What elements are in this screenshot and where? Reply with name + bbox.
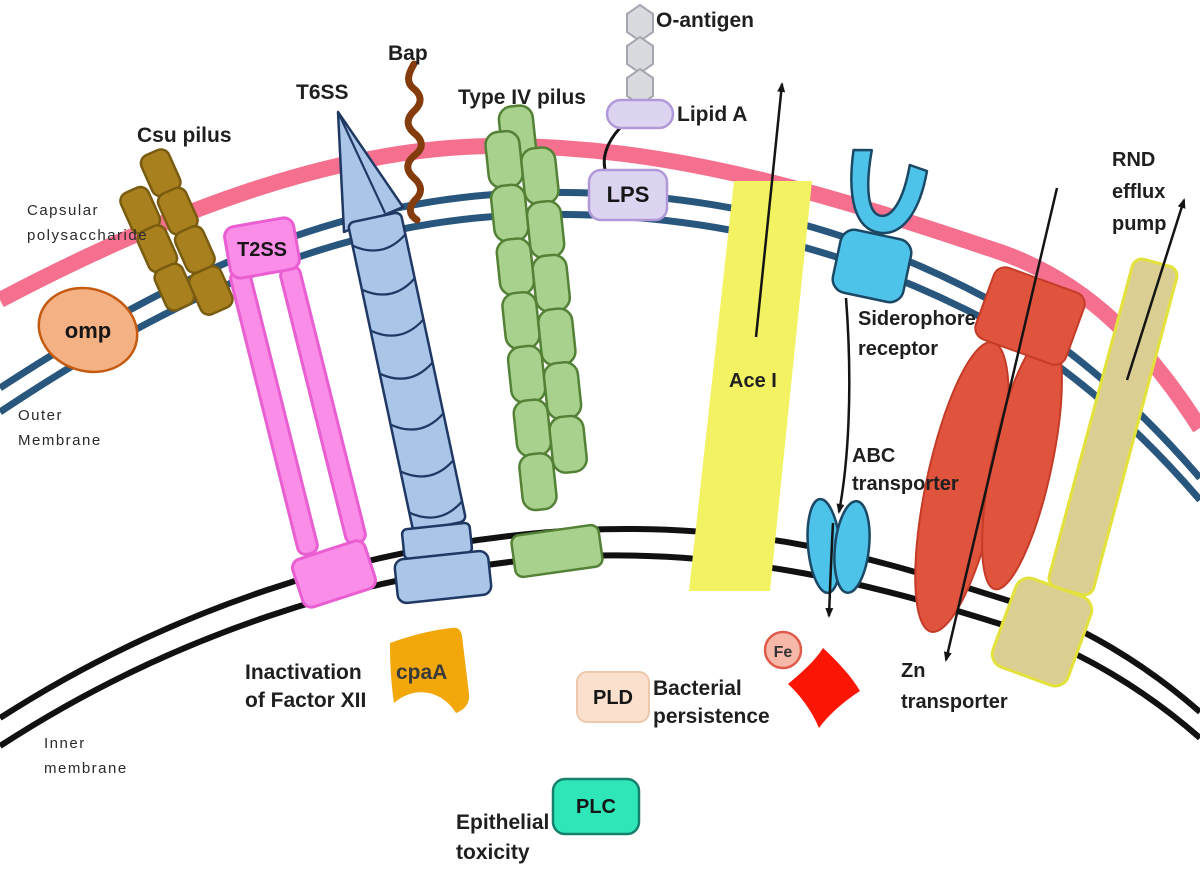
fe-label: Fe xyxy=(774,644,793,661)
zn-label-line1: Zn xyxy=(901,660,925,682)
capsular-polysaccharide-layer xyxy=(0,137,1200,433)
inactivation-label-line2: of Factor XII xyxy=(245,689,366,712)
inner-membrane-label-line1: Inner xyxy=(44,735,86,752)
siderophore-to-abc-arrow xyxy=(836,297,851,514)
outer-membrane-label-line1: Outer xyxy=(18,407,63,424)
abc-label-line1: ABC xyxy=(852,445,895,467)
bap-surface-protein xyxy=(404,60,425,224)
rnd-efflux-arrow xyxy=(1125,198,1186,381)
abc-to-fe-arrow xyxy=(825,522,835,618)
zn-uptake-arrow xyxy=(943,187,1059,662)
capsular-label-line2: polysaccharide xyxy=(27,227,148,244)
zn-transporter-structure xyxy=(914,266,1086,633)
siderophore-receptor-structure xyxy=(831,148,929,304)
plc-label: PLC xyxy=(576,796,616,818)
ace-i-secretion-arrow xyxy=(754,82,786,338)
abc-transporter-structure xyxy=(806,497,871,595)
inactivation-label-line1: Inactivation xyxy=(245,661,362,684)
pld-label: PLD xyxy=(593,687,633,709)
lps-box xyxy=(587,168,669,222)
plc-box xyxy=(551,777,641,836)
inner-membrane-label-line2: membrane xyxy=(44,760,128,777)
csu-pilus-label: Csu pilus xyxy=(137,124,232,147)
epithelial-toxicity-label-line2: toxicity xyxy=(456,841,530,864)
red-cargo-shape xyxy=(788,648,860,728)
siderophore-label-line1: Siderophore xyxy=(858,308,976,330)
ace-i-label: Ace I xyxy=(729,370,777,392)
capsular-label-line1: Capsular xyxy=(27,202,99,219)
type-iv-pilus-structure xyxy=(484,104,604,579)
epithelial-toxicity-label-line1: Epithelial xyxy=(456,811,549,834)
bacterial-persistence-label-line1: Bacterial xyxy=(653,677,742,700)
omp-porin xyxy=(37,286,139,374)
bacterial-persistence-label-line2: persistence xyxy=(653,705,770,728)
lps-label: LPS xyxy=(607,182,650,207)
csu-pilus-structure xyxy=(119,148,234,316)
o-antigen-label: O-antigen xyxy=(656,9,754,32)
ace-i-band xyxy=(689,181,812,591)
outer-membrane-label-line2: Membrane xyxy=(18,432,102,449)
lipid-a-label: Lipid A xyxy=(677,103,747,126)
abc-label-line2: transporter xyxy=(852,473,959,495)
lipid-a-unit xyxy=(605,98,675,130)
o-antigen-chain xyxy=(626,3,654,107)
siderophore-label-line2: receptor xyxy=(858,338,938,360)
rnd-label-line2: efflux xyxy=(1112,181,1165,203)
zn-label-line2: transporter xyxy=(901,691,1008,713)
rnd-efflux-pump-structure xyxy=(990,257,1179,688)
type-iv-pilus-label: Type IV pilus xyxy=(458,86,586,109)
cpaa-label: cpaA xyxy=(396,661,447,684)
t2ss-label: T2SS xyxy=(237,239,287,261)
t2ss-structure xyxy=(223,216,378,609)
cpaa-ribbon xyxy=(390,627,470,713)
rnd-label-line3: pump xyxy=(1112,213,1166,235)
rnd-label-line1: RND xyxy=(1112,149,1155,171)
pld-box xyxy=(576,671,650,723)
omp-label: omp xyxy=(65,318,111,343)
fe-ion xyxy=(763,630,803,670)
bap-label: Bap xyxy=(388,42,428,65)
t6ss-structure xyxy=(336,110,493,605)
t6ss-label: T6SS xyxy=(296,81,349,104)
